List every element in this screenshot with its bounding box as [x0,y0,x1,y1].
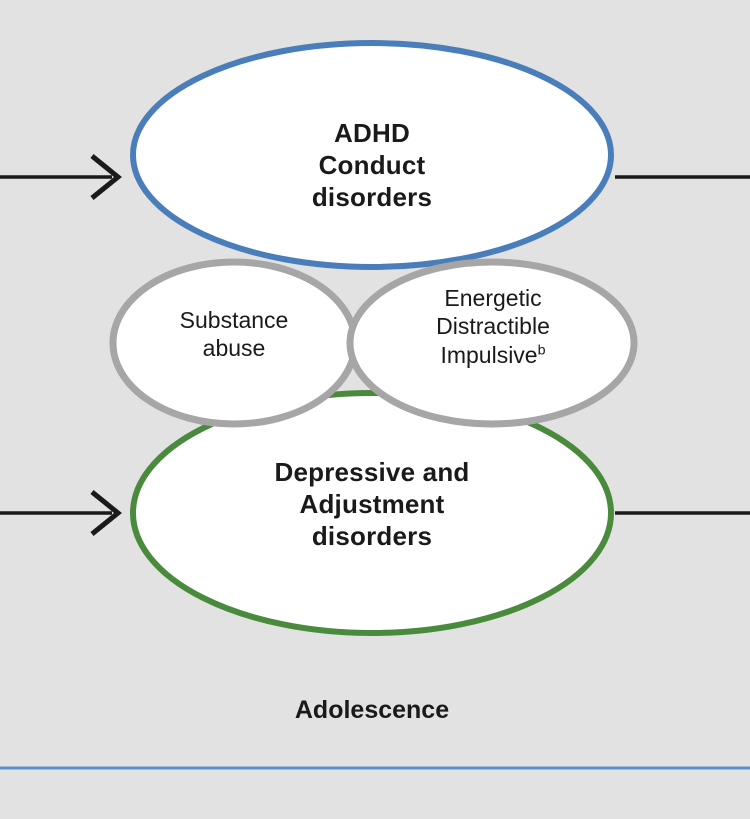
node-ellipse-energetic-distractible-impulsive[interactable] [346,258,638,428]
node-ellipse-depressive-adjustment-disorders[interactable] [130,390,614,636]
node-ellipse-substance-abuse[interactable] [109,258,359,428]
arrow-into-depressive-head [90,490,122,536]
arrow-into-adhd-group [0,154,122,200]
node-ellipse-adhd-conduct-disorders[interactable] [130,40,614,270]
arrow-into-depressive-group [0,490,122,536]
arrow-into-adhd-head [90,154,122,200]
